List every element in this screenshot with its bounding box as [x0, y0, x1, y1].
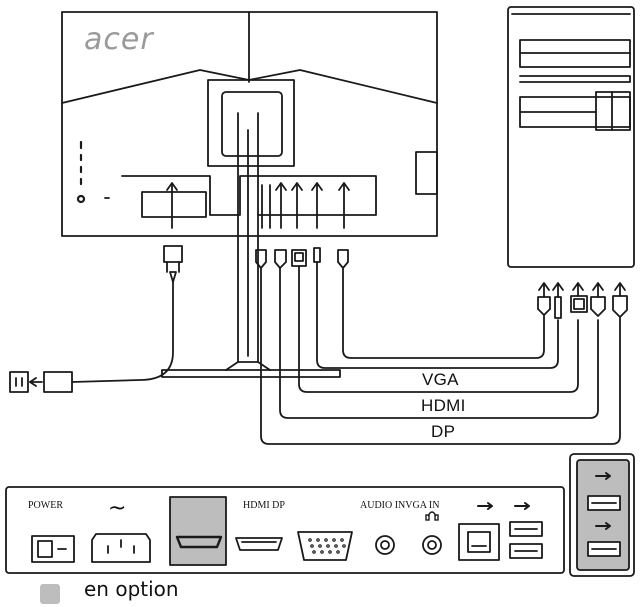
port-arrows: [166, 182, 350, 229]
signal-cables: [260, 261, 621, 445]
optional-legend-swatch: [40, 584, 60, 604]
io-panel: [5, 486, 565, 574]
headphone-icon: [425, 511, 439, 521]
monitor-back: [61, 11, 438, 237]
monitor-stand: [161, 112, 341, 378]
brand-logo: acer: [84, 22, 154, 57]
audio-vga-label: AUDIO INVGA IN: [360, 500, 440, 511]
ac-symbol: ~: [108, 496, 127, 521]
hdmi-dp-label: HDMI DP: [243, 500, 285, 511]
monitor-connectors: [255, 247, 349, 269]
cable-label-dp: DP: [431, 422, 456, 441]
power-cable: [9, 245, 183, 393]
cable-label-vga: VGA: [422, 370, 459, 389]
power-label: POWER: [28, 500, 63, 511]
pc-connectors: [537, 282, 628, 319]
side-usb-panel: [569, 453, 635, 577]
control-buttons: [76, 140, 86, 204]
cable-label-hdmi: HDMI: [421, 396, 466, 415]
optional-legend-text: en option: [84, 577, 179, 601]
pc-tower: [507, 6, 635, 268]
